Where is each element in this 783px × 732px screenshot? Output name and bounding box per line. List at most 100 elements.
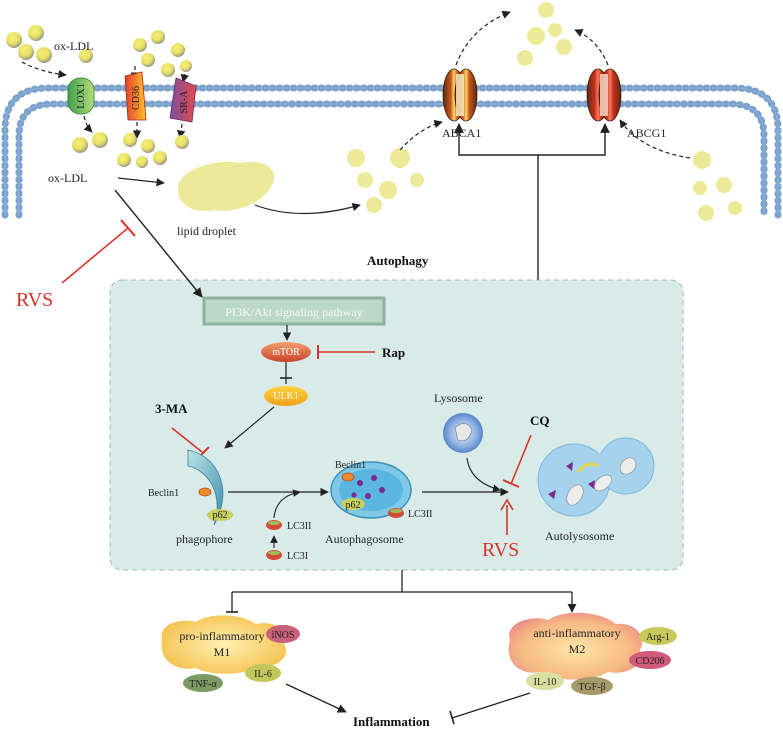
lipid-droplet-shape (177, 161, 275, 212)
ulk1-label: ULK1 (273, 391, 299, 402)
cell-membrane (1, 84, 782, 219)
il6-marker (245, 664, 281, 682)
sra-internal-arrow (176, 123, 186, 139)
il10-marker (526, 672, 564, 690)
abcg1-entry-arrow (619, 119, 691, 159)
ulk1-to-phagophore-arrow (224, 406, 275, 449)
lox1-internal-arrow (83, 115, 93, 133)
lipid-particles-left (347, 148, 424, 213)
autophagy-title: Autophagy (367, 253, 429, 268)
lysosome-content (454, 423, 473, 442)
tgfb-label: TGF-β (578, 682, 605, 693)
cq-label: CQ (530, 413, 550, 428)
abcg1-label: ABCG1 (627, 126, 666, 140)
cq-inhibit-bar (502, 479, 520, 488)
abca1-transporter (442, 68, 478, 122)
sra-label: SR-A (179, 90, 190, 114)
phagophore-label: phagophore (176, 532, 233, 546)
autophagosome-cargo (351, 475, 385, 499)
lipid-efflux-particles (517, 2, 572, 66)
cq-inhibit-line (510, 434, 532, 485)
receptor-lox1: LOX1 (67, 77, 95, 115)
lc3ii-label-b: LC3II (408, 509, 432, 520)
beclin1-label-a: Beclin1 (148, 488, 179, 499)
oxldl-entry-arrow-3 (180, 73, 189, 83)
autophagy-upregulation-line (454, 123, 539, 282)
phagophore-shape (187, 449, 224, 526)
lc3ii-marker-a-top (268, 521, 280, 525)
rvs-left-inhibit (61, 227, 129, 284)
m2-label: M2 (569, 642, 586, 656)
autolysosome-label: Autolysosome (545, 529, 614, 543)
lc3i-label: LC3I (287, 551, 308, 562)
receptor-sra: SR-A (169, 77, 197, 123)
arg1-marker (639, 627, 677, 645)
rvs-left-inhibit-bar (120, 219, 136, 237)
droplet-to-efflux-arrow (254, 203, 361, 215)
mtor-node (261, 342, 311, 362)
pi3k-box (202, 296, 386, 326)
lysosome-label: Lysosome (434, 391, 483, 405)
ulk1-node (264, 386, 308, 406)
autophagy-panel (109, 279, 684, 571)
inos-marker (266, 625, 300, 643)
p62-label-b: p62 (346, 500, 361, 511)
oxldl-entry-arrow-1 (21, 61, 67, 79)
tnf-marker (183, 674, 223, 692)
abcg1-transporter (586, 68, 622, 122)
oxldl-to-pi3k-arrow (114, 189, 203, 298)
il6-label: IL-6 (254, 669, 272, 680)
arg1-label: Arg-1 (646, 632, 670, 643)
abca1-entry-arrow (399, 119, 443, 151)
abca1-label: ABCA1 (442, 126, 481, 140)
lc3ii-marker-b-top (390, 509, 402, 513)
lysosome-to-fusion-arrow (466, 457, 501, 492)
inos-label: iNOS (272, 630, 295, 641)
autophagosome-label: Autophagosome (325, 532, 404, 546)
beclin1-label-b: Beclin1 (335, 460, 366, 471)
il10-label: IL-10 (534, 677, 557, 688)
p62-marker-a (207, 509, 233, 521)
m2-inhibit-inflammation-bar (449, 710, 455, 725)
cd206-label: CD206 (636, 656, 665, 667)
p62-marker-b (341, 498, 365, 510)
three-ma-label: 3-MA (155, 401, 188, 416)
beclin1-marker-a (198, 487, 212, 497)
cd36-label: CD36 (131, 86, 142, 110)
oxldl-to-droplet-arrow (117, 177, 165, 187)
autolysosome-shape (537, 437, 655, 517)
inflammation-label: Inflammation (353, 714, 430, 729)
lipid-droplet-label: lipid droplet (177, 224, 237, 238)
m2-inhibit-inflammation (451, 692, 531, 719)
m1-to-inflammation-arrow (285, 683, 347, 713)
lox1-label: LOX1 (76, 83, 87, 109)
three-ma-inhibit-line (171, 427, 203, 453)
abcg1-efflux-arrow (574, 29, 609, 66)
beclin1-marker-b (341, 472, 355, 482)
tnf-label: TNF-α (189, 679, 217, 690)
lc3-conversion-arrow (273, 489, 301, 519)
oxldl-inside-label: ox-LDL (48, 171, 87, 185)
oxldl-particles-outside (6, 25, 192, 77)
rvs-left-label: RVS (16, 289, 53, 311)
abca1-efflux-arrow (455, 10, 511, 66)
lc3i-marker-top (268, 551, 280, 555)
p62-label-a: p62 (213, 510, 228, 521)
lipid-particles-right (693, 151, 742, 221)
tgfb-marker (571, 677, 613, 695)
oxldl-particles-inside (72, 132, 189, 168)
anti-inflammatory-label: anti-inflammatory (533, 626, 620, 640)
rap-label: Rap (382, 345, 405, 360)
pro-inflammatory-label: pro-inflammatory (179, 629, 264, 643)
autophagy-upregulation-line-2 (538, 123, 610, 156)
rvs-bottom-label: RVS (482, 539, 519, 561)
receptor-cd36: CD36 (124, 71, 147, 121)
rvs-promote-head (500, 498, 514, 511)
oxldl-top-label: ox-LDL (54, 39, 93, 53)
mtor-label: mTOR (272, 347, 300, 358)
m2-macrophage-shape (508, 612, 643, 680)
m1-label: M1 (214, 645, 231, 659)
lc3ii-label-a: LC3II (287, 521, 311, 532)
pi3k-label: PI3K/Akt signaling pathway (225, 305, 362, 319)
